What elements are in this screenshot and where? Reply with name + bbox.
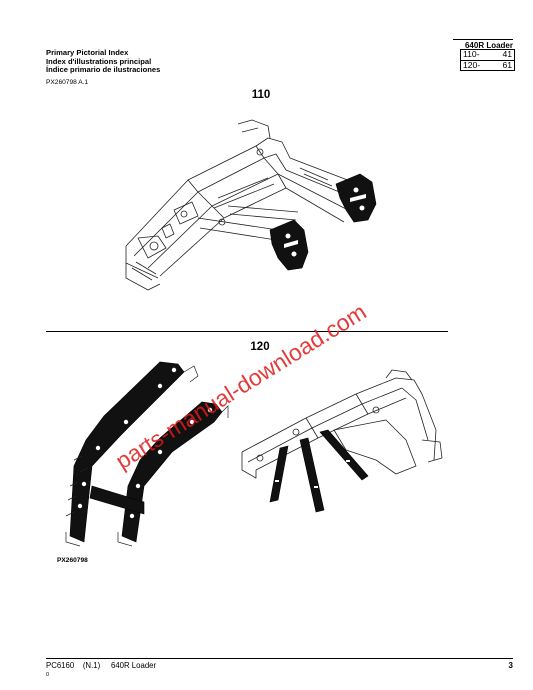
reference-code: PX260798 A.1 [46, 79, 89, 86]
figure-caption: PX260798 [57, 557, 88, 564]
loader-cylinder-illustration-120[interactable] [236, 369, 446, 520]
footer-revision: 0 [46, 672, 50, 678]
header-rule [453, 39, 513, 40]
index-section: 110- [463, 49, 480, 59]
index-section: 120- [463, 59, 481, 70]
loader-boom-illustration-120[interactable] [64, 356, 229, 547]
index-page: 61 [502, 59, 512, 70]
footer-page-number: 3 [508, 661, 513, 670]
title-spanish: Índice primario de ilustraciones [46, 65, 161, 75]
index-row-120[interactable]: 120- 61 [461, 59, 514, 71]
footer-rule [46, 658, 513, 659]
footer-doc-info: PC6160 (N.1) 640R Loader [46, 661, 157, 670]
index-row-110[interactable]: 110- 41 [461, 49, 514, 60]
index-box: 110- 41 120- 61 [460, 49, 515, 71]
section-label-120[interactable]: 120 [250, 341, 270, 353]
section-label-110[interactable]: 110 [251, 89, 271, 101]
title-french: Index d'illustrations principal [46, 56, 152, 66]
loader-illustration-110[interactable] [118, 118, 408, 298]
header-model: 640R Loader [464, 41, 513, 50]
section-divider [46, 331, 448, 332]
index-page: 41 [502, 49, 512, 59]
title-block: Primary Pictorial Index Index d'illustra… [46, 48, 161, 75]
title-english: Primary Pictorial Index [46, 48, 129, 57]
